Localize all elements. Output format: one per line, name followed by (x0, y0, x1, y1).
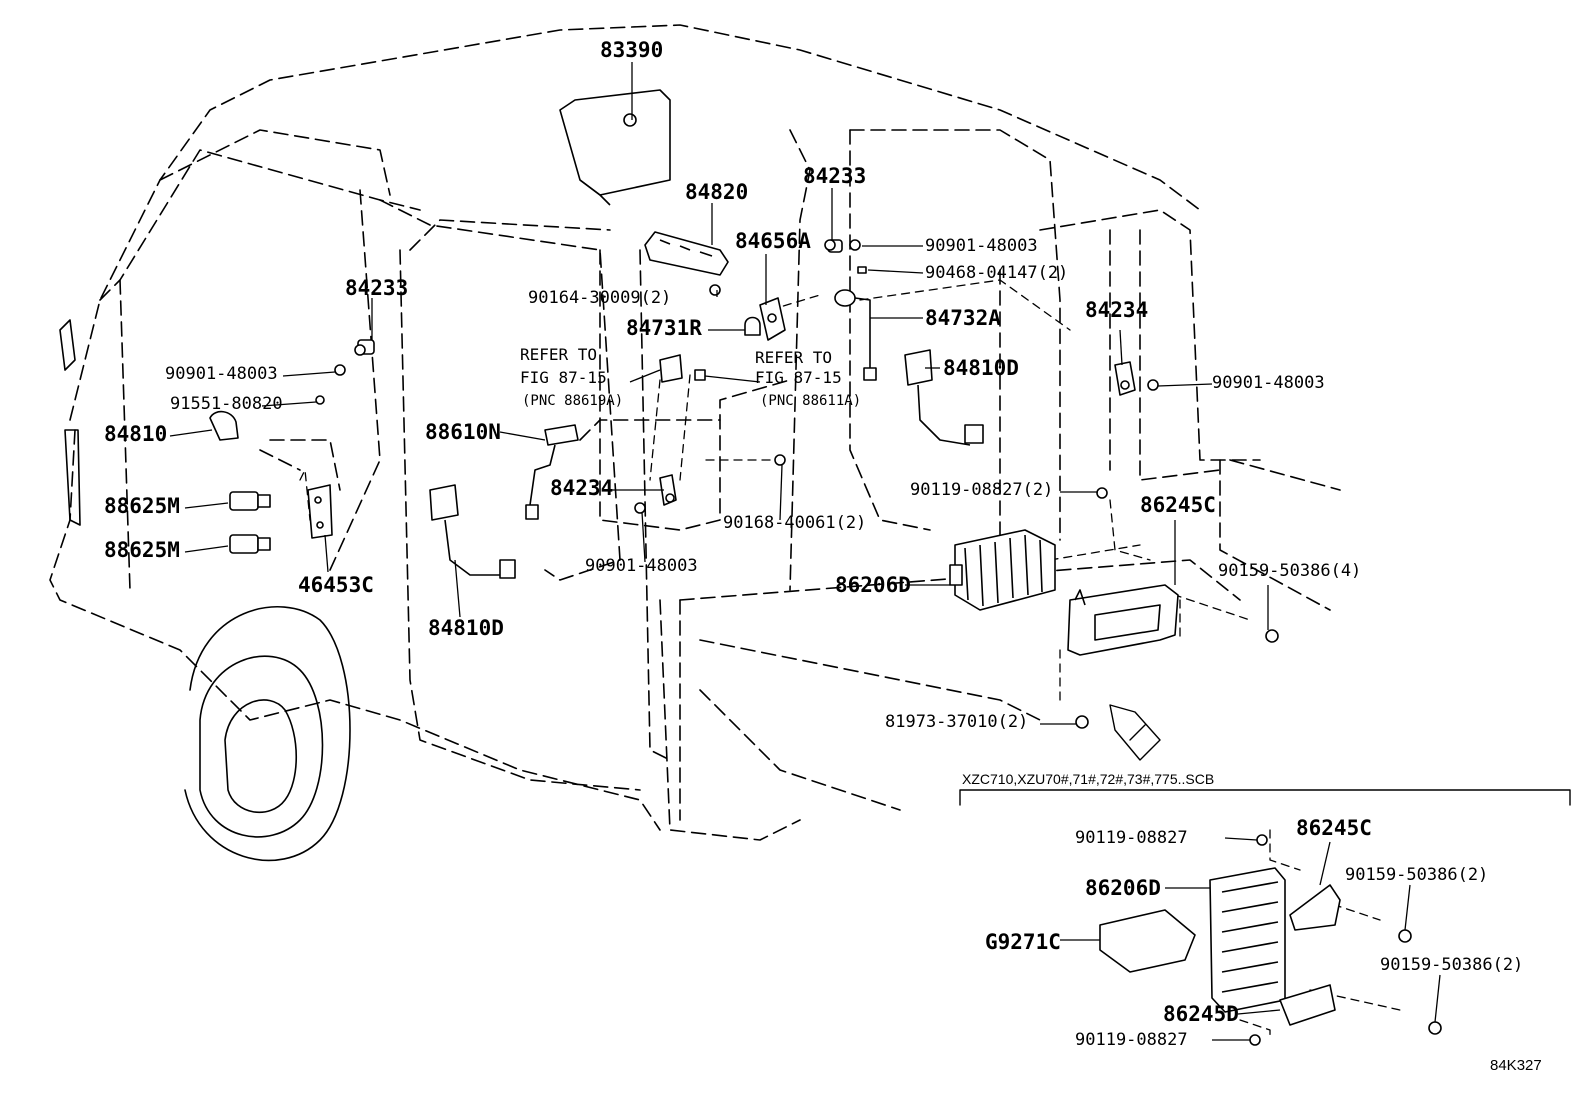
part-88625M-upper (229, 491, 271, 511)
part-84233-left (354, 339, 375, 356)
label-86206D-main: 86206D (835, 573, 911, 597)
label-88610N: 88610N (425, 420, 501, 444)
label-90159-50386-2b: 90159-50386(2) (1380, 955, 1524, 975)
part-86245C-main (1067, 584, 1179, 656)
vehicle-body-outline (49, 24, 1341, 841)
label-88625M-lower: 88625M (104, 538, 180, 562)
part-83390-tank (559, 89, 671, 206)
part-88611A-ref (694, 369, 706, 381)
label-90119-08827-2: 90119-08827(2) (910, 480, 1054, 500)
label-84234-right: 84234 (1085, 298, 1149, 322)
part-46453C-bracket (307, 484, 333, 539)
part-84810D-left (429, 484, 516, 579)
label-86245D: 86245D (1163, 1002, 1239, 1026)
label-90159-50386-2a: 90159-50386(2) (1345, 865, 1489, 885)
label-90119-08827-inset-a: 90119-08827 (1075, 828, 1188, 848)
label-83390: 83390 (600, 38, 664, 62)
part-84810D-right (904, 349, 984, 446)
part-88619A-ref (659, 354, 683, 383)
label-90468-04147: 90468-04147(2) (925, 263, 1069, 283)
refer-right-line2: FIG 87-15 (755, 368, 842, 387)
label-84234-mid: 84234 (550, 476, 614, 500)
inset-bracket (959, 789, 1571, 806)
part-88610N-harness (525, 424, 579, 520)
label-88625M-upper: 88625M (104, 494, 180, 518)
vehicle-body-edges (59, 319, 81, 526)
part-84820-switch (644, 231, 729, 276)
inset-G9271C-cover (1099, 909, 1196, 973)
label-90901-48003-left: 90901-48003 (165, 364, 278, 384)
part-88625M-lower (229, 534, 271, 554)
label-84233-top: 84233 (803, 164, 867, 188)
label-91551-80820: 91551-80820 (170, 394, 283, 414)
part-84656A-plate (759, 297, 786, 341)
label-86245C-main: 86245C (1140, 493, 1216, 517)
part-84234-right (1114, 361, 1136, 396)
leader-lines (169, 62, 1441, 1041)
label-86206D-inset: 86206D (1085, 876, 1161, 900)
label-90901-48003-mid: 90901-48003 (585, 556, 698, 576)
label-84233-left: 84233 (345, 276, 409, 300)
label-90168-40061: 90168-40061(2) (723, 513, 867, 533)
label-90159-50386-4: 90159-50386(4) (1218, 561, 1362, 581)
label-81973-37010: 81973-37010(2) (885, 712, 1029, 732)
label-84732A: 84732A (925, 306, 1001, 330)
label-G9271C: G9271C (985, 930, 1061, 954)
label-84810: 84810 (104, 422, 168, 446)
refer-right-line3: (PNC 88611A) (760, 393, 862, 409)
part-84731R-grommet (744, 316, 761, 336)
assembly-lines (299, 279, 1401, 1041)
inset-fasteners (1249, 834, 1442, 1046)
inset-86245D-bracket (1279, 984, 1336, 1026)
part-84810-horn (209, 410, 239, 441)
refer-left-line1: REFER TO (520, 345, 598, 364)
inset-86206D-ecu (1209, 867, 1286, 1013)
label-90901-48003-top: 90901-48003 (925, 236, 1038, 256)
label-84810D-left: 84810D (428, 616, 504, 640)
part-84234-mid (659, 474, 677, 506)
label-86245C-inset: 86245C (1296, 816, 1372, 840)
label-90119-08827-inset-b: 90119-08827 (1075, 1030, 1188, 1050)
label-90164-30009: 90164-30009(2) (528, 288, 672, 308)
part-84732A-sensor (834, 289, 877, 381)
part-86206D-main (949, 529, 1056, 611)
refer-left-line3: (PNC 88619A) (522, 393, 624, 409)
label-84731R: 84731R (626, 316, 702, 340)
label-90901-48003-right: 90901-48003 (1212, 373, 1325, 393)
variant-note: XZC710,XZU70#,71#,72#,73#,775..SCB (962, 771, 1215, 787)
view-arrow (1109, 704, 1161, 761)
part-84233-top (824, 239, 843, 253)
label-84820: 84820 (685, 180, 749, 204)
refer-right-line1: REFER TO (755, 348, 833, 367)
label-84656A: 84656A (735, 229, 811, 253)
rear-wheel (184, 606, 351, 862)
inset-86245C-bracket (1289, 884, 1341, 931)
label-46453C: 46453C (298, 573, 374, 597)
label-84810D-right: 84810D (943, 356, 1019, 380)
diagram-code: 84K327 (1490, 1057, 1542, 1074)
refer-left-line2: FIG 87-15 (520, 368, 607, 387)
